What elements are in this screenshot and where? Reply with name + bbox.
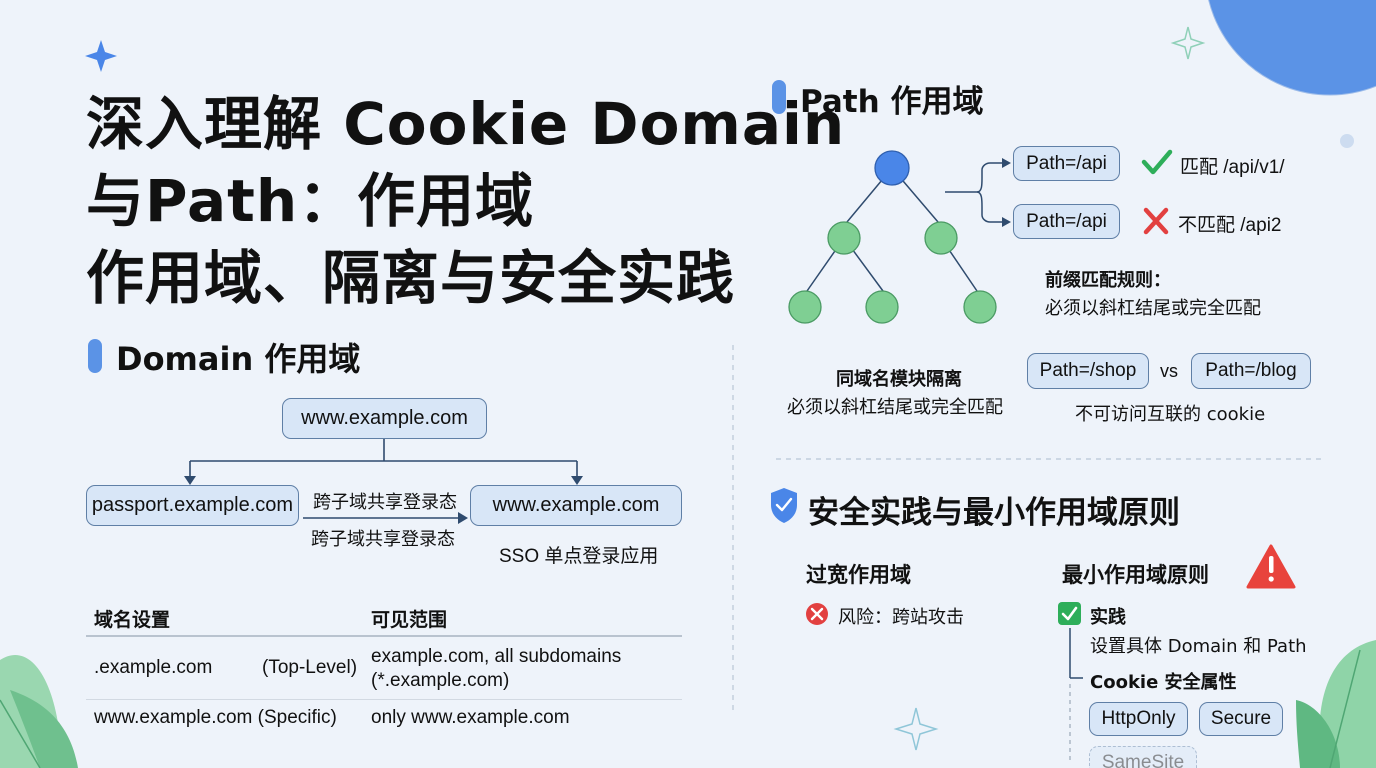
check-square-icon [1058, 602, 1081, 625]
decorative-dot [1340, 134, 1354, 148]
cookie-attrs-title: Cookie 安全属性 [1090, 672, 1237, 693]
table-row-2-setting: www.example.com (Specific) [94, 707, 337, 728]
page-title-line-1: 深入理解 Cookie Domain [86, 90, 846, 158]
practice-text: 设置具体 Domain 和 Path [1090, 636, 1307, 657]
shield-icon [771, 488, 797, 523]
error-circle-icon [806, 603, 828, 625]
sparkle-icon [85, 40, 117, 72]
page-title: 深入理解 Cookie Domain 与Path：作用域 作用域、隔离与安全实践 [86, 86, 846, 317]
attr-pill-secure: Secure [1199, 702, 1283, 736]
path-pill-shop: Path=/shop [1027, 353, 1149, 389]
security-section-heading: 安全实践与最小作用域原则 [808, 495, 1180, 531]
attr-pill-httponly: HttpOnly [1089, 702, 1188, 736]
domain-left-node: passport.example.com [86, 485, 299, 526]
tree-child-node [924, 221, 958, 255]
warning-icon [1246, 544, 1296, 589]
table-row-1-setting: .example.com [94, 657, 213, 678]
tree-leaf-node [963, 290, 997, 324]
risk-text: 风险：跨站攻击 [838, 607, 964, 628]
nomatch-text: 不匹配 /api2 [1178, 215, 1282, 236]
table-header-scope: 可见范围 [371, 609, 448, 631]
cross-icon [1143, 207, 1169, 235]
table-row-separator [86, 699, 682, 700]
path-section-heading: Path 作用域 [800, 84, 984, 120]
tree-leaf-node [865, 290, 899, 324]
table-row-1-scope-line-2: (*.example.com) [371, 670, 510, 691]
tree-child-node [827, 221, 861, 255]
match-text: 匹配 /api/v1/ [1180, 157, 1285, 178]
arrow-label-bottom: 跨子域共享登录态 [311, 529, 455, 550]
page-title-line-3: 作用域、隔离与安全实践 [86, 244, 736, 312]
section-marker [772, 80, 786, 114]
too-wide-title: 过宽作用域 [806, 563, 911, 587]
page-title-line-2: 与Path：作用域 [86, 167, 535, 235]
shop-blog-caption: 不可访问互联的 cookie [1075, 404, 1266, 425]
domain-section-heading: Domain 作用域 [116, 340, 361, 378]
tree-leaf-node [788, 290, 822, 324]
min-scope-title: 最小作用域原则 [1062, 563, 1209, 587]
table-header-rule [86, 635, 682, 637]
sparkle-icon [893, 707, 939, 751]
decorative-circle [1208, 0, 1376, 95]
domain-root-node: www.example.com [282, 398, 487, 439]
table-row-1-scope-line-1: example.com, all subdomains [371, 646, 622, 667]
domain-right-node: www.example.com [470, 485, 682, 526]
table-row-1-tag: (Top-Level) [262, 657, 358, 678]
check-icon [1141, 149, 1173, 175]
isolation-text: 必须以斜杠结尾或完全匹配 [787, 397, 1003, 418]
path-pill-match: Path=/api [1013, 146, 1120, 181]
sparkle-icon [1170, 26, 1206, 60]
section-marker [88, 339, 102, 373]
leaf-decoration-right [1296, 640, 1376, 768]
attr-pill-samesite: SameSite [1089, 746, 1197, 768]
isolation-title: 同域名模块隔离 [836, 369, 962, 390]
leaf-decoration-left [0, 654, 78, 768]
path-pill-blog: Path=/blog [1191, 353, 1311, 389]
sso-caption: SSO 单点登录应用 [499, 546, 659, 567]
vs-text: vs [1160, 361, 1178, 381]
prefix-rule-text: 必须以斜杠结尾或完全匹配 [1045, 298, 1261, 319]
table-header-setting: 域名设置 [94, 609, 171, 631]
path-pill-nomatch: Path=/api [1013, 204, 1120, 239]
tree-root-node [874, 150, 910, 186]
prefix-rule-title: 前缀匹配规则： [1045, 270, 1171, 291]
practice-title: 实践 [1090, 607, 1126, 628]
practice-connector [1069, 628, 1083, 679]
table-row-2-scope: only www.example.com [371, 707, 570, 728]
arrow-label-top: 跨子域共享登录态 [313, 492, 457, 513]
